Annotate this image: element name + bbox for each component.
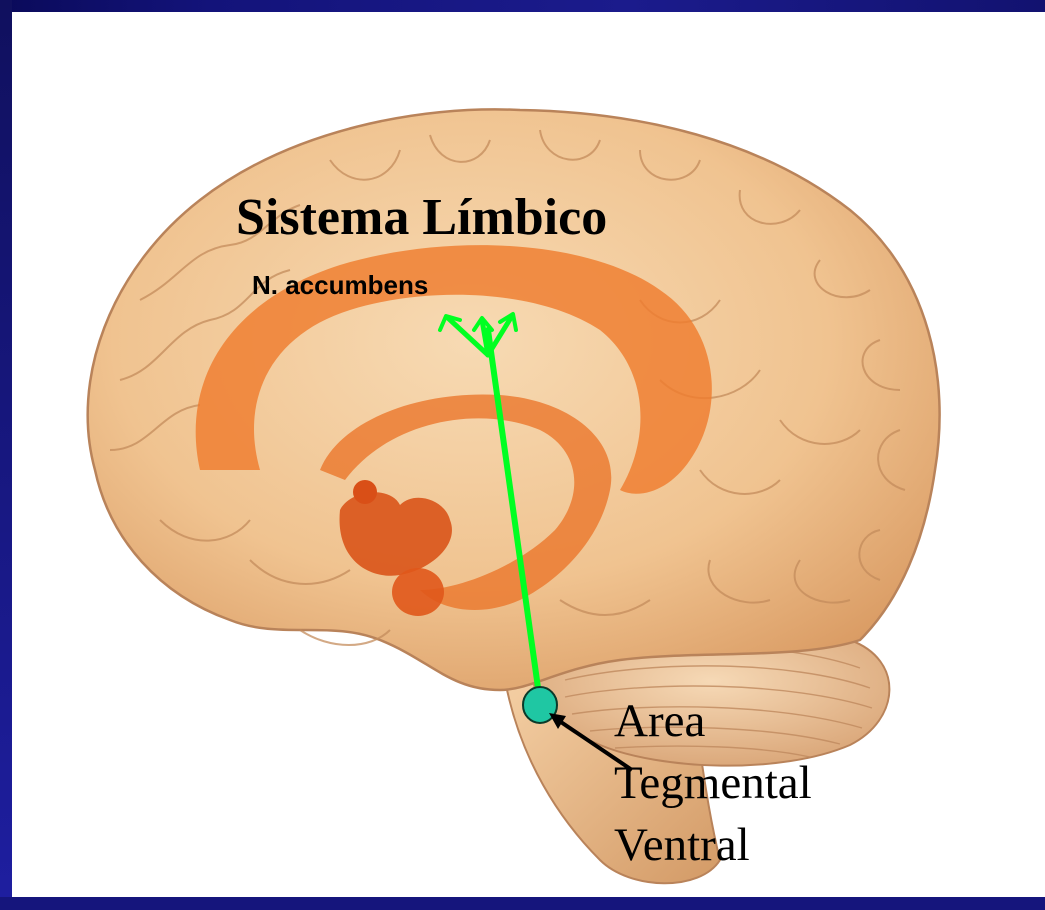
slide-left-bar [0,0,12,910]
diagram-title: Sistema Límbico [236,188,607,247]
limbic-mammillary [353,480,377,504]
vta-label-line-2: Tegmental [614,752,812,814]
nucleus-accumbens-label: N. accumbens [252,270,428,301]
slide-bottom-bar [0,897,1045,910]
limbic-hippocampal-head [392,568,444,616]
vta-label-line-1: Area [614,690,812,752]
illustration-panel [12,12,1045,897]
vta-label-line-3: Ventral [614,814,812,876]
vta-label: Area Tegmental Ventral [614,690,812,876]
brain-illustration [12,12,1045,897]
